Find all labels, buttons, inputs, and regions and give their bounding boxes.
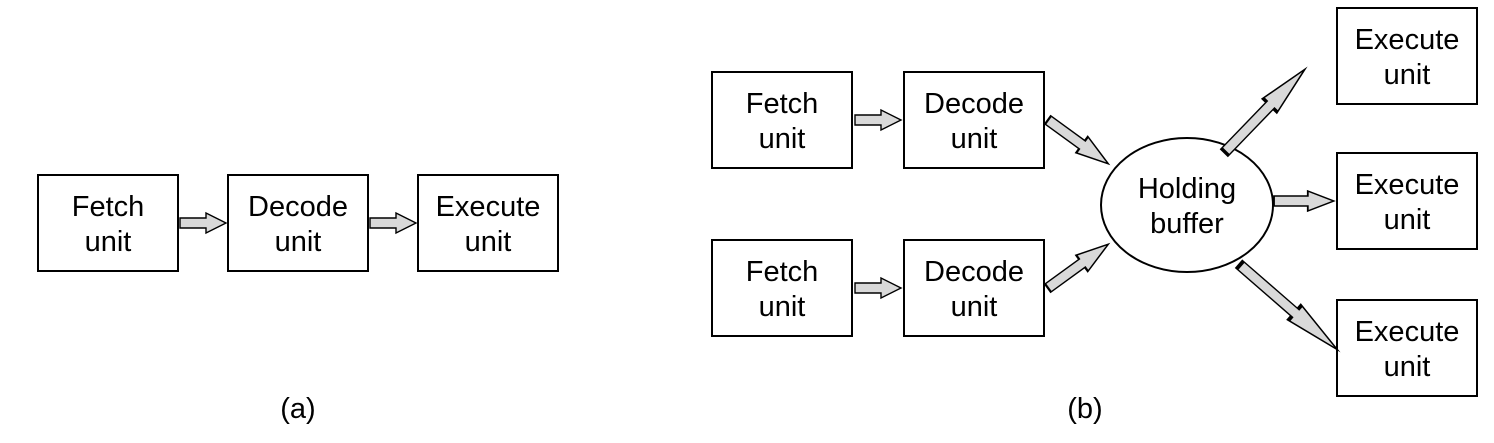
decode-unit-box-b-top: Decode unit — [903, 71, 1045, 169]
fetch-unit-box-a: Fetch unit — [37, 174, 179, 272]
execute-unit-box-b-middle: Execute unit — [1336, 152, 1478, 250]
fetch-unit-b-bottom-line2: unit — [759, 291, 806, 323]
execute-unit-a-line1: Execute — [436, 191, 541, 223]
arrow-fetch-to-decode-b-bottom — [854, 277, 902, 299]
arrow-decode-bottom-to-buffer — [1041, 235, 1116, 298]
arrow-fetch-to-decode-b-top — [854, 109, 902, 131]
fetch-unit-a-line2: unit — [85, 226, 132, 258]
holding-buffer-ellipse: Holding buffer — [1100, 137, 1274, 273]
caption-b: (b) — [1067, 393, 1102, 425]
execute-unit-box-b-bottom: Execute unit — [1336, 299, 1478, 397]
fetch-unit-a-line1: Fetch — [72, 191, 145, 223]
decode-unit-a-line1: Decode — [248, 191, 348, 223]
caption-a: (a) — [280, 393, 315, 425]
execute-unit-b-middle-line2: unit — [1384, 204, 1431, 236]
decode-unit-b-top-line2: unit — [951, 123, 998, 155]
execute-unit-b-bottom-line1: Execute — [1355, 316, 1460, 348]
fetch-unit-b-bottom-line1: Fetch — [746, 256, 819, 288]
arrow-buffer-to-execute-middle — [1273, 190, 1335, 212]
execute-unit-b-middle-line1: Execute — [1355, 169, 1460, 201]
arrow-buffer-to-execute-top — [1216, 60, 1314, 161]
arrow-decode-to-execute-a — [369, 212, 417, 234]
execute-unit-b-top-line1: Execute — [1355, 24, 1460, 56]
decode-unit-box-b-bottom: Decode unit — [903, 239, 1045, 337]
execute-unit-a-line2: unit — [465, 226, 512, 258]
panel-b: Fetch unit Decode unit Fetch unit Decode… — [711, 7, 1478, 425]
decode-unit-b-bottom-line1: Decode — [924, 256, 1024, 288]
fetch-unit-b-top-line1: Fetch — [746, 88, 819, 120]
decode-unit-b-bottom-line2: unit — [951, 291, 998, 323]
fetch-unit-box-b-bottom: Fetch unit — [711, 239, 853, 337]
execute-unit-b-bottom-line2: unit — [1384, 351, 1431, 383]
decode-unit-b-top-line1: Decode — [924, 88, 1024, 120]
holding-buffer-line1: Holding — [1138, 173, 1236, 205]
arrow-buffer-to-execute-bottom — [1231, 255, 1346, 359]
arrow-fetch-to-decode-a — [179, 212, 227, 234]
execute-unit-box-a: Execute unit — [417, 174, 559, 272]
panel-a: Fetch unit Decode unit Execute unit (a) — [37, 174, 559, 425]
decode-unit-a-line2: unit — [275, 226, 322, 258]
arrow-decode-top-to-buffer — [1041, 110, 1116, 173]
fetch-unit-box-b-top: Fetch unit — [711, 71, 853, 169]
execute-unit-b-top-line2: unit — [1384, 59, 1431, 91]
execute-unit-box-b-top: Execute unit — [1336, 7, 1478, 105]
fetch-unit-b-top-line2: unit — [759, 123, 806, 155]
decode-unit-box-a: Decode unit — [227, 174, 369, 272]
holding-buffer-line2: buffer — [1150, 208, 1224, 240]
